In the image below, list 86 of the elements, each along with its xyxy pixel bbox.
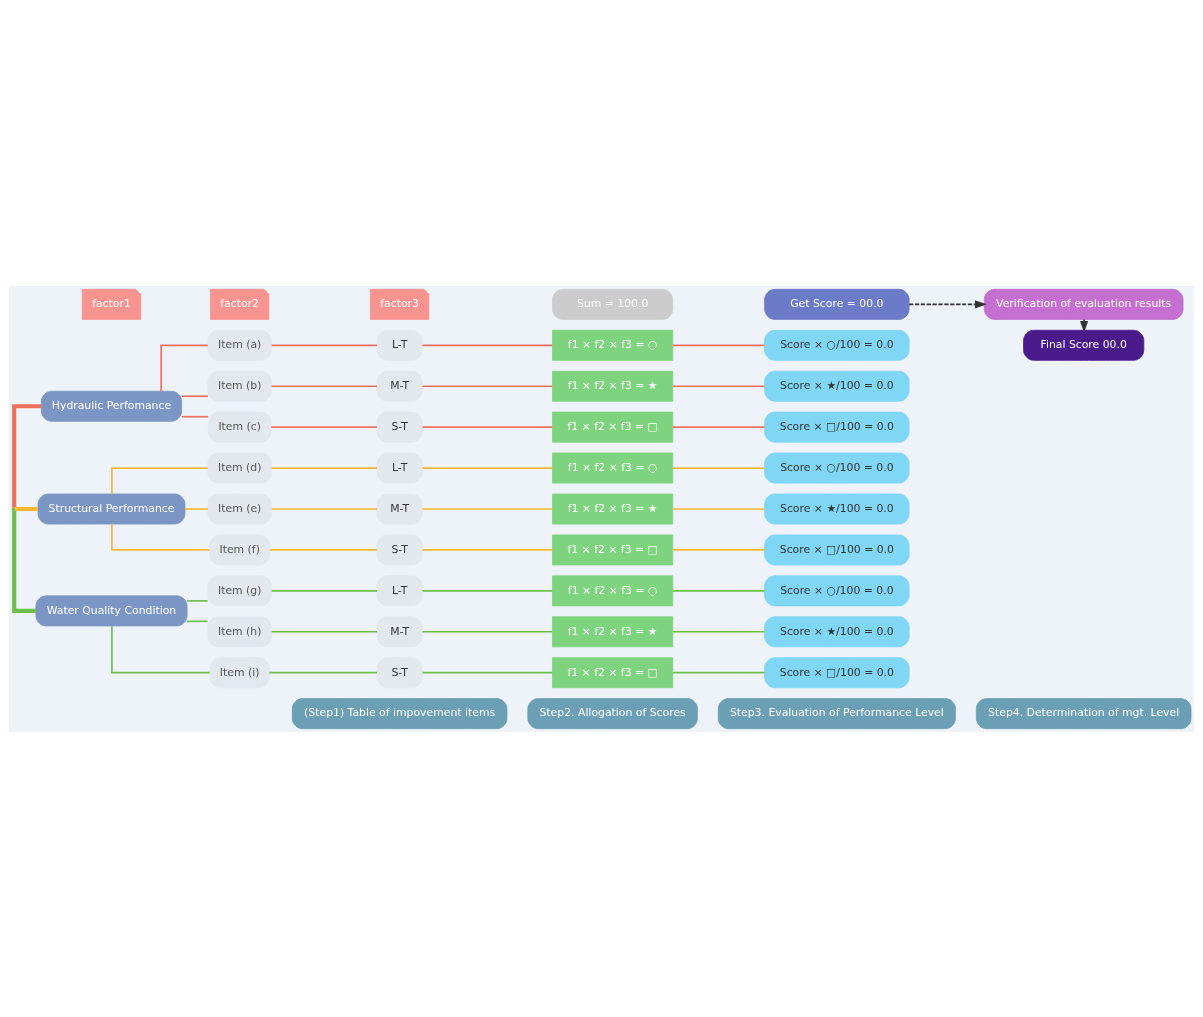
node-box: Water Quality Condition <box>35 594 188 626</box>
node-box: Final Score 00.0 <box>1023 329 1145 361</box>
connector <box>111 522 211 551</box>
node-box: Score × ○/100 = 0.0 <box>764 452 910 484</box>
node-box: Score × □/100 = 0.0 <box>764 533 910 565</box>
connector <box>270 466 378 469</box>
node-box: Item (g) <box>207 574 272 606</box>
node-box: M-T <box>376 493 423 524</box>
connector <box>672 671 766 674</box>
node-box: Verification of evaluation results <box>983 288 1184 320</box>
node-box: Score × ★/100 = 0.0 <box>764 370 910 402</box>
connector <box>111 466 209 495</box>
connector <box>268 671 378 674</box>
node-box: Item (b) <box>207 370 272 402</box>
node-box: M-T <box>376 615 423 647</box>
node-box: Item (h) <box>207 615 272 647</box>
connector <box>421 630 554 633</box>
connector <box>184 507 209 510</box>
connector <box>270 589 378 592</box>
node-box: Step2. Allogation of Scores <box>527 697 698 729</box>
connector <box>421 548 554 551</box>
connector <box>186 620 209 622</box>
node-box: M-T <box>376 370 423 402</box>
connector <box>421 507 554 510</box>
connector <box>270 425 378 428</box>
node-box: (Step1) Table of impovement items <box>291 697 508 729</box>
connector <box>672 630 766 633</box>
connector <box>270 630 378 633</box>
node-box: Hydraulic Perfomance <box>40 390 183 422</box>
node-box: f1 × f2 × f3 = □ <box>552 656 674 688</box>
node-box: Score × ★/100 = 0.0 <box>764 615 910 647</box>
connector <box>672 548 766 551</box>
node-box: f1 × f2 × f3 = □ <box>552 533 674 565</box>
connector <box>12 403 42 508</box>
connector <box>421 384 554 387</box>
connector <box>181 394 209 397</box>
connector <box>421 425 554 428</box>
node-box: Score × □/100 = 0.0 <box>764 656 910 688</box>
node-box: L-T <box>376 574 423 606</box>
connector <box>672 425 766 428</box>
node-box: Item (c) <box>207 411 272 443</box>
node-box: Item (f) <box>209 533 271 565</box>
node-box: S-T <box>376 533 423 565</box>
node-box: Get Score = 00.0 <box>764 288 910 320</box>
node-box: f1 × f2 × f3 = ○ <box>552 452 674 484</box>
node-box: f1 × f2 × f3 = ○ <box>552 574 674 606</box>
node-box: S-T <box>376 656 423 688</box>
connector <box>672 343 766 346</box>
node-box: Item (e) <box>207 493 272 524</box>
node-box: f1 × f2 × f3 = ★ <box>552 370 674 402</box>
connector <box>672 384 766 387</box>
connector <box>15 506 38 511</box>
node-box: Item (d) <box>207 452 272 484</box>
connector <box>421 671 554 674</box>
connector <box>421 343 554 346</box>
node-box: f1 × f2 × f3 = ○ <box>552 329 674 361</box>
connector <box>270 507 378 510</box>
node-box: f1 × f2 × f3 = □ <box>552 411 674 443</box>
node-box: Score × ○/100 = 0.0 <box>764 574 910 606</box>
arrow <box>1080 318 1089 333</box>
node-box: Score × ★/100 = 0.0 <box>764 493 910 524</box>
connector <box>270 343 378 346</box>
node-box: Step4. Determination of mgt. Level <box>975 697 1192 729</box>
connector <box>421 466 554 469</box>
connector <box>672 466 766 469</box>
connector <box>672 507 766 510</box>
connector <box>421 589 554 592</box>
connector <box>160 343 209 392</box>
connector <box>111 624 211 674</box>
arrow <box>908 299 987 308</box>
node-box: L-T <box>376 329 423 361</box>
node-box: Item (a) <box>207 329 272 361</box>
node-box: Structural Performance <box>37 493 186 524</box>
connector <box>672 589 766 592</box>
connector <box>268 548 378 551</box>
connector <box>186 599 209 602</box>
node-box: Score × ○/100 = 0.0 <box>764 329 910 361</box>
node-box: Item (i) <box>209 656 270 688</box>
node-box: f1 × f2 × f3 = ★ <box>552 493 674 524</box>
node-box: Score × □/100 = 0.0 <box>764 411 910 443</box>
node-box: f1 × f2 × f3 = ★ <box>552 615 674 647</box>
connector <box>270 384 378 387</box>
connector <box>181 415 210 418</box>
node-box: L-T <box>376 452 423 484</box>
node-box: Step3. Evaluation of Performance Level <box>717 697 956 729</box>
node-box: S-T <box>376 411 423 443</box>
